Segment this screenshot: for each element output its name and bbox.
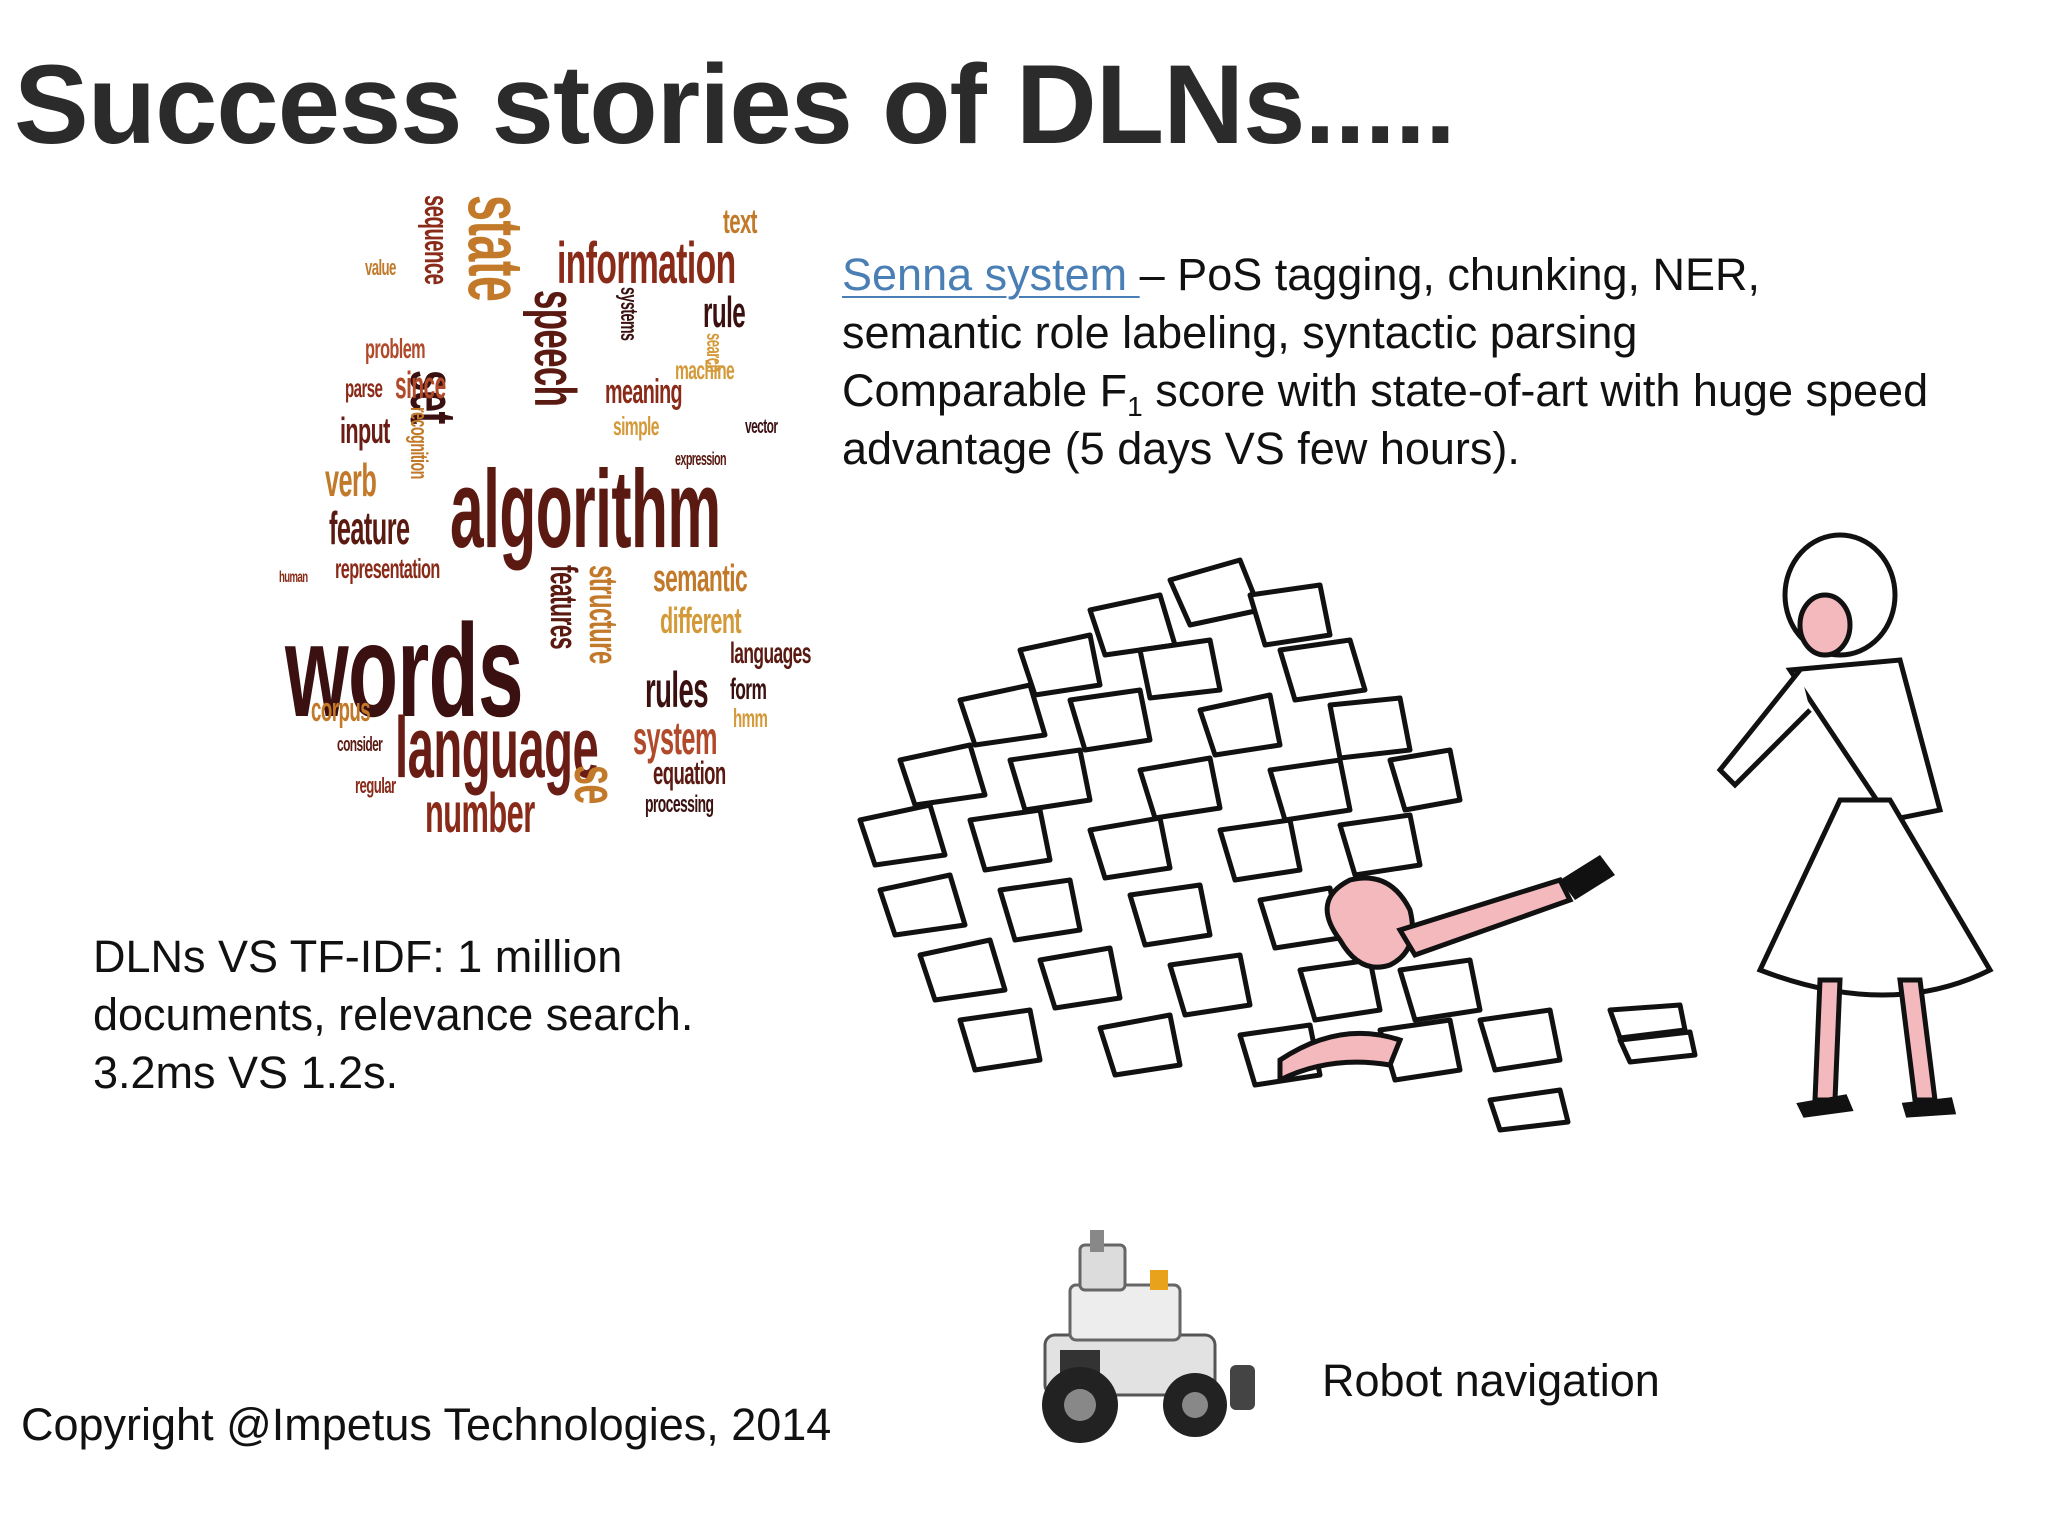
- word-cloud-word: feature: [329, 502, 410, 554]
- word-cloud-word: consider: [337, 734, 383, 756]
- slide-title: Success stories of DLNs.....: [14, 42, 1456, 167]
- word-cloud-word: structure: [581, 565, 625, 664]
- word-cloud-word: input: [340, 410, 390, 451]
- word-cloud-word: speech: [522, 290, 587, 407]
- senna-line-3-post: score with state-of-art with huge speed: [1142, 365, 1929, 416]
- word-cloud-word: se: [562, 765, 629, 804]
- word-cloud-word: vector: [745, 416, 778, 438]
- senna-system-link[interactable]: Senna system: [842, 249, 1140, 300]
- robot-image: [1042, 1230, 1255, 1443]
- word-cloud-word: rule: [703, 288, 746, 337]
- senna-line-1-text: – PoS tagging, chunking, NER,: [1139, 249, 1761, 300]
- senna-line-3-pre: Comparable F: [842, 365, 1128, 416]
- tfidf-line-1: DLNs VS TF-IDF: 1 million: [93, 931, 623, 982]
- word-cloud-word: equation: [653, 755, 726, 791]
- word-cloud-word: languages: [730, 637, 811, 670]
- word-cloud-word: corpus: [311, 691, 371, 729]
- word-cloud-word: text: [723, 203, 757, 241]
- word-cloud-word: meaning: [605, 373, 683, 411]
- word-cloud-image: words algorithm language state set infor…: [275, 195, 835, 841]
- word-cloud-word: form: [730, 673, 767, 706]
- word-cloud-word: representation: [335, 553, 440, 584]
- word-cloud-word: parse: [345, 373, 383, 403]
- senna-line-3: Comparable F1 score with state-of-art wi…: [842, 362, 2042, 422]
- tfidf-line-3: 3.2ms VS 1.2s.: [93, 1047, 399, 1098]
- word-cloud-word: value: [365, 255, 396, 280]
- copyright-text: Copyright @Impetus Technologies, 2014: [21, 1399, 832, 1450]
- senna-line-1: Senna system – PoS tagging, chunking, NE…: [842, 246, 2042, 304]
- word-cloud-word: rules: [645, 662, 709, 718]
- word-cloud-word: features: [542, 565, 584, 649]
- word-cloud-word: algorithm: [450, 448, 721, 571]
- word-cloud-word: number: [425, 781, 535, 844]
- senna-line-4: advantage (5 days VS few hours).: [842, 423, 1520, 474]
- word-cloud-word: system: [633, 712, 717, 764]
- word-cloud-word: simple: [613, 411, 659, 441]
- word-cloud-word: regular: [355, 773, 396, 798]
- word-cloud-word: verb: [325, 454, 377, 506]
- robot-navigation-label: Robot navigation: [1322, 1355, 1660, 1406]
- word-cloud-word: machine: [675, 355, 735, 385]
- word-cloud-word: human: [279, 569, 308, 586]
- word-cloud-word: words: [285, 597, 524, 744]
- word-cloud-word: expression: [675, 449, 727, 469]
- tfidf-line-2: documents, relevance search.: [93, 989, 694, 1040]
- senna-description: Senna system – PoS tagging, chunking, NE…: [842, 246, 2042, 478]
- word-cloud-word: search: [702, 333, 727, 372]
- senna-line-2: semantic role labeling, syntactic parsin…: [842, 307, 1638, 358]
- word-cloud-word: language: [395, 700, 599, 796]
- senna-subscript: 1: [1127, 391, 1143, 422]
- word-cloud-word: state: [452, 195, 540, 302]
- word-cloud-word: systems: [615, 287, 642, 341]
- word-cloud-word: processing: [645, 791, 714, 818]
- word-cloud-word: since: [395, 365, 446, 407]
- word-cloud-word: semantic: [653, 558, 748, 600]
- word-cloud-word: different: [660, 600, 742, 641]
- word-cloud-word: information: [557, 231, 736, 296]
- tfidf-comparison: DLNs VS TF-IDF: 1 million documents, rel…: [93, 928, 793, 1102]
- word-cloud-word: recognition: [405, 407, 432, 479]
- paper-pile-cartoon: [857, 532, 1994, 1133]
- word-cloud-word: hmm: [733, 703, 768, 733]
- word-cloud-word: sequence: [417, 195, 455, 285]
- word-cloud-word: problem: [365, 333, 426, 364]
